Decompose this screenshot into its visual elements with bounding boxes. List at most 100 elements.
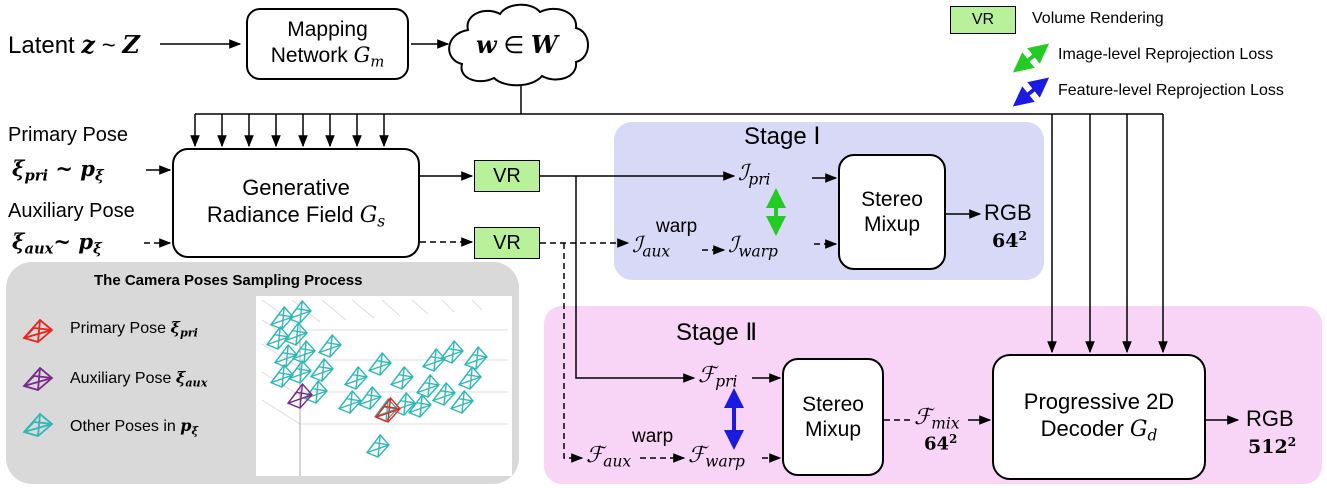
other-pose-frustum (421, 347, 446, 372)
stage2-mix-res: 642 (924, 432, 957, 454)
legend-feature-loss-label: Feature-level Reprojection Loss (1058, 82, 1284, 99)
stage2-res-exp: 2 (1287, 434, 1297, 449)
f-aux-sub: aux (603, 452, 632, 471)
other-pose-frustum (317, 333, 342, 358)
stage2-output-rgb: RGB (1246, 406, 1294, 431)
sampling-legend-aux (20, 364, 56, 397)
w-cloud-shape (448, 3, 589, 87)
primary-dist-sub: ξ (94, 167, 104, 185)
other-item-sub: ξ (191, 423, 199, 438)
mapping-line1: Mapping (287, 18, 368, 42)
stage1-i-pri: ℐpri (738, 160, 770, 189)
progressive-decoder-node: Progressive 2D Decoder Gd (992, 354, 1206, 480)
aux-pose-icon (22, 366, 54, 391)
stage1-warp-label: warp (656, 216, 698, 237)
other-pose-frustum (463, 345, 488, 370)
mapping-network-node: Mapping Network Gm (246, 8, 409, 80)
sampling-label-other: Other Poses in pξ (70, 416, 198, 437)
vr-bottom-text: VR (493, 231, 521, 254)
other-pose-frustum (269, 363, 294, 388)
i-aux-sub: aux (642, 242, 671, 261)
stage1-output-res: 642 (992, 228, 1027, 253)
arrow-vr-to-fpri (575, 176, 696, 383)
stage1-i-aux: ℐaux (632, 232, 670, 261)
decoder-line1: Progressive 2D (1023, 389, 1175, 415)
other-pose-icon (22, 412, 54, 437)
sampling-legend-other (20, 410, 56, 443)
legend-feature-loss-arrow (1012, 77, 1050, 107)
mapping-subscript: m (370, 52, 385, 70)
arrow-vr-to-faux (563, 243, 584, 463)
f-pri-symbol: ℱ (698, 363, 716, 388)
stage2-f-pri: ℱpri (698, 362, 737, 391)
f-warp-symbol: ℱ (688, 443, 706, 468)
latent-space-symbol: Z (122, 30, 140, 59)
primary-pose-label: Primary Pose (8, 124, 129, 146)
sampling-legend-primary (20, 316, 56, 349)
other-pose-frustum (291, 339, 316, 364)
stage1-output-rgb: RGB (984, 200, 1032, 225)
primary-pose-formula: ξpri ~ pξ (12, 156, 104, 184)
vr-top-text: VR (493, 164, 521, 187)
other-pose-frustum (457, 365, 482, 390)
stage2-title: Stage Ⅱ (676, 319, 758, 346)
stage1-i-warp: ℐwarp (728, 232, 778, 261)
primary-pose-icon (22, 318, 54, 343)
w-cloud-label: w ∈ W (476, 30, 558, 60)
primary-xi: ξ (12, 156, 25, 181)
legend-vr-box: VR (950, 6, 1016, 34)
f-warp-sub: warp (705, 452, 745, 471)
i-warp-sub: warp (738, 242, 778, 261)
primary-dist: ~ p (48, 156, 95, 181)
f-aux-symbol: ℱ (586, 443, 604, 468)
sampling-label-aux: Auxiliary Pose ξaux (70, 368, 207, 389)
mapping-line2-text: Network (270, 43, 354, 67)
other-pose-frustum (391, 391, 416, 416)
f-pri-sub: pri (715, 372, 738, 391)
stage2-output-res: 5122 (1248, 434, 1296, 459)
aux-xi: ξ (12, 229, 25, 254)
stage1-title: Stage Ⅰ (744, 123, 821, 150)
other-pose-frustum (265, 325, 290, 350)
aux-xi-sub: aux (24, 240, 54, 258)
other-pose-frustum (449, 389, 474, 414)
other-pose-frustum (367, 351, 392, 376)
other-pose-frustum (439, 339, 464, 364)
i-pri-sub: pri (748, 170, 771, 189)
other-pose-frustum (407, 393, 432, 418)
generator-subscript: s (377, 212, 386, 231)
w-space-symbol: W (530, 30, 558, 59)
other-pose-frustum (343, 365, 368, 390)
generator-symbol: G (359, 202, 378, 228)
stage2-f-aux: ℱaux (586, 442, 631, 471)
mix-res-exp: 2 (949, 432, 958, 446)
aux-pose-label: Auxiliary Pose (8, 200, 135, 222)
legend-image-loss-arrow (1012, 43, 1050, 73)
auxiliary-pose-frustum (286, 382, 313, 409)
latent-z-symbol: z (81, 30, 96, 59)
i-aux-symbol: ℐ (632, 233, 643, 258)
camera-pose-plot (261, 299, 508, 476)
aux-item-text: Auxiliary Pose (70, 370, 176, 387)
i-pri-symbol: ℐ (738, 161, 749, 186)
latent-sim: ~ (95, 32, 123, 59)
other-pose-frustum (337, 389, 362, 414)
mapping-symbol: G (353, 42, 371, 67)
legend-image-loss-label: Image-level Reprojection Loss (1058, 46, 1274, 63)
other-pose-frustum (283, 321, 308, 346)
other-pose-frustum (273, 343, 298, 368)
other-pose-frustum (287, 299, 312, 324)
aux-dist-sub: ξ (93, 240, 102, 258)
decoder-symbol: G (1129, 416, 1148, 442)
legend-vr-label: Volume Rendering (1032, 10, 1164, 27)
mixup1-line2: Mixup (863, 213, 921, 236)
stage1-region (614, 122, 1044, 280)
aux-dist: ~ p (53, 229, 93, 254)
decoder-line2: Decoder Gd (1041, 416, 1158, 445)
primary-item-sym: ξ (170, 318, 180, 337)
sampling-label-primary: Primary Pose ξpri (70, 318, 198, 339)
f-mix-sub: mix (931, 414, 960, 433)
f-mix-symbol: ℱ (914, 405, 932, 430)
other-pose-frustum (389, 365, 414, 390)
